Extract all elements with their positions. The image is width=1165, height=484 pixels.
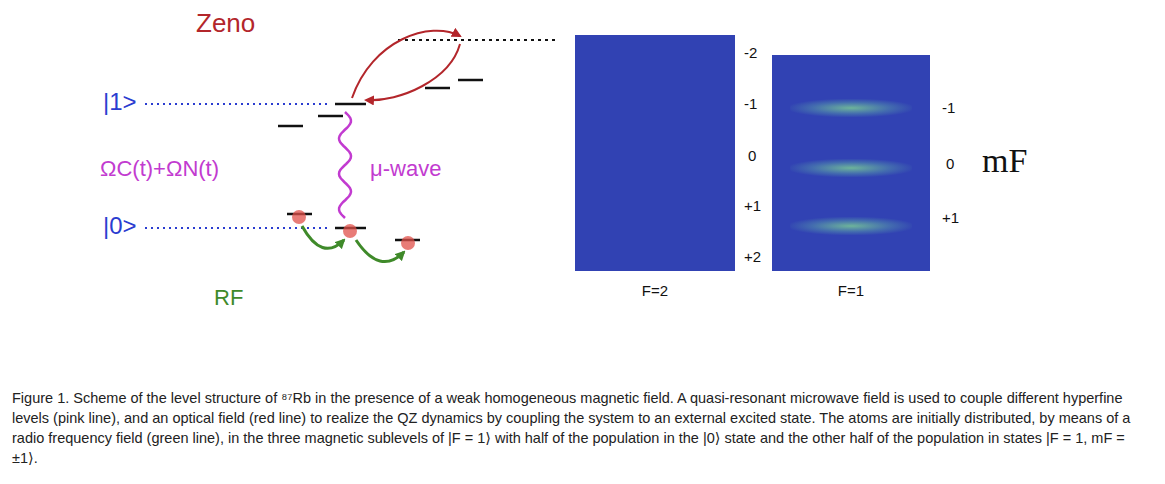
level-guide-line: [145, 103, 330, 105]
mf-value: -2: [744, 45, 757, 60]
rf-arrow: [302, 226, 344, 248]
state-label: |1>: [103, 90, 137, 114]
absorption-image: F=2: [575, 35, 735, 271]
atom-dots: [292, 210, 415, 250]
mf-value: +2: [744, 249, 761, 264]
image-label: F=1: [772, 283, 930, 298]
sublevel-dashes: [278, 80, 483, 240]
mf-axis-label: mF: [982, 144, 1027, 178]
excited-level-line: [398, 39, 556, 41]
image-fill: [772, 55, 930, 271]
mf-value: -1: [744, 96, 757, 111]
mf-value: 0: [748, 148, 756, 163]
mf-value: 0: [946, 156, 954, 171]
microwave-label: μ-wave: [370, 158, 441, 180]
rf-arrow: [356, 240, 404, 262]
zeno-loop: [366, 44, 460, 100]
absorption-image: F=1: [772, 55, 930, 271]
zeno-loop: [352, 31, 460, 98]
rabi-frequency-label: ΩC(t)+ΩN(t): [100, 158, 219, 180]
rf-label: RF: [214, 287, 243, 309]
mf-value: +1: [942, 210, 959, 225]
image-fill: [575, 35, 735, 271]
microwave-wave: [339, 112, 351, 218]
population-band: [790, 99, 912, 117]
figure-caption: Figure 1. Scheme of the level structure …: [12, 388, 1152, 468]
mf-value: -1: [942, 100, 955, 115]
optical-field-label: Zeno: [196, 10, 255, 36]
state-label: |0>: [103, 214, 137, 238]
population-band: [790, 159, 912, 177]
image-label: F=2: [575, 283, 735, 298]
population-band: [790, 217, 912, 235]
mf-value: +1: [744, 198, 761, 213]
